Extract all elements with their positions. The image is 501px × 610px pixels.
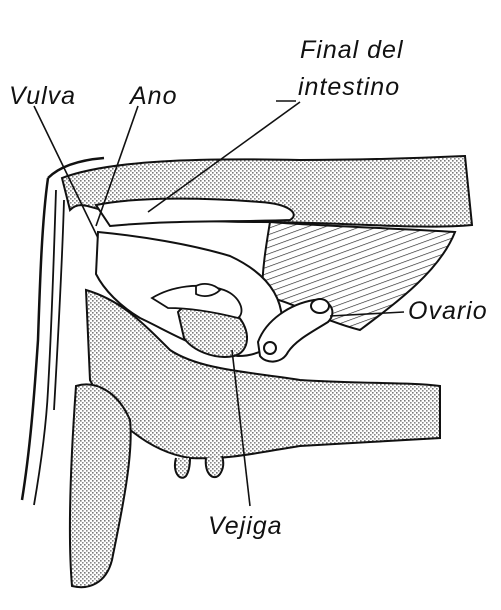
label-vejiga: Vejiga: [208, 514, 283, 539]
udder: [70, 384, 131, 587]
label-vulva: Vulva: [9, 84, 76, 109]
label-ovario: Ovario: [408, 299, 488, 324]
horn-tip: [264, 342, 276, 354]
label-intestino: intestino: [298, 75, 400, 100]
ovary: [311, 299, 329, 313]
label-ano: Ano: [130, 84, 177, 109]
label-final-del: Final del: [300, 38, 404, 63]
